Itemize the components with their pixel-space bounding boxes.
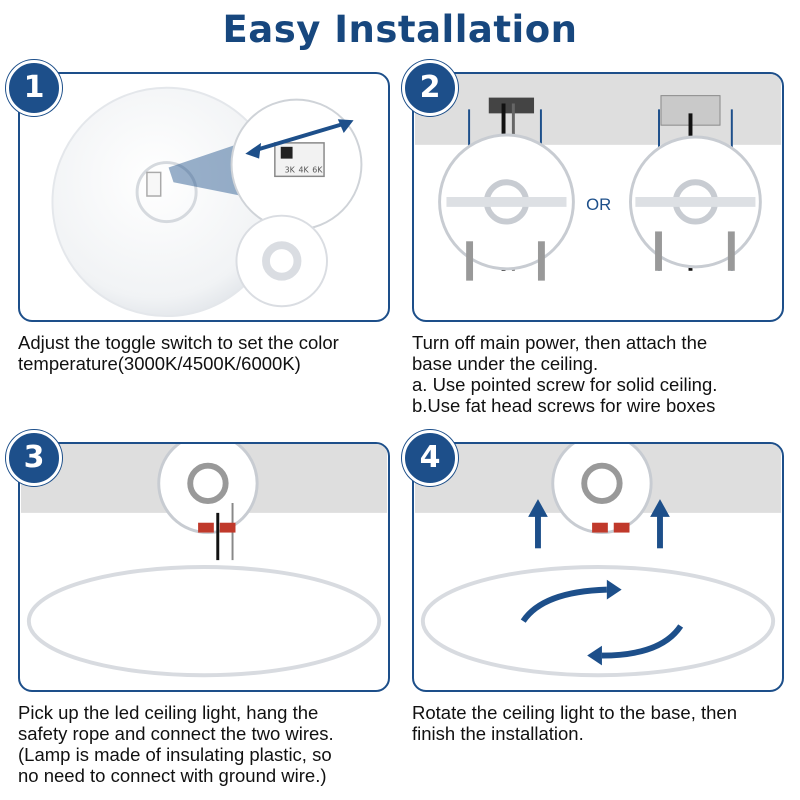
arrow-right-head-icon (337, 119, 354, 134)
switch-label-3k: 3K (285, 165, 296, 174)
toggle-knob (280, 146, 293, 159)
step-2-panel: OR (412, 72, 784, 322)
step-3-panel (18, 442, 390, 692)
rotate-arrow-bottom-head-icon (587, 645, 602, 666)
ceiling-hole (488, 97, 535, 114)
up-arrow-left-head-icon (528, 499, 548, 517)
mounted-hub (187, 462, 229, 505)
ceiling-light-panel (420, 565, 776, 678)
rotate-arrow-top-icon (520, 586, 607, 623)
step-4-caption: Rotate the ceiling light to the base, th… (412, 702, 792, 744)
step-4-badge: 4 (402, 430, 458, 486)
mounted-base (157, 444, 259, 535)
caption-line: b.Use fat head screws for wire boxes (412, 395, 716, 416)
caption-line: Pick up the led ceiling light, hang the (18, 702, 319, 723)
up-arrow-right-icon (657, 514, 663, 549)
caption-line: no need to connect with ground wire.) (18, 765, 327, 786)
caption-line: Rotate the ceiling light to the base, th… (412, 702, 737, 723)
double-arrow-icon (252, 121, 347, 153)
zoom-beam (168, 140, 248, 197)
switch-label-6k: 6K (312, 165, 323, 174)
wire-box (660, 95, 721, 126)
or-label: OR (586, 195, 611, 214)
caption-line: (Lamp is made of insulating plastic, so (18, 744, 332, 765)
wire-connector-1 (198, 522, 214, 533)
mounting-base-hub (262, 241, 302, 281)
wire-connector-2 (219, 522, 236, 533)
arrow-left-head-icon (245, 142, 262, 159)
step-3-badge: 3 (6, 430, 62, 486)
step-1-panel: 3K 4K 6K (18, 72, 390, 322)
screw-right-a (537, 241, 545, 281)
rotate-arrow-top-head-icon (606, 579, 622, 600)
step-2-illustration: OR (414, 74, 782, 281)
caption-line: safety rope and connect the two wires. (18, 723, 334, 744)
screw-left-a (466, 241, 474, 281)
step-1-illustration: 3K 4K 6K (51, 86, 363, 318)
screw-right-b (727, 231, 735, 271)
caption-line: Adjust the toggle switch to set the colo… (18, 332, 339, 353)
toggle-switch-small (146, 171, 162, 197)
mounted-hub (581, 462, 623, 505)
caption-line: finish the installation. (412, 723, 584, 744)
ceiling-light-panel (26, 565, 382, 678)
up-arrow-left-icon (535, 514, 541, 549)
step-4-panel (412, 442, 784, 692)
wire-connector-1 (592, 522, 608, 533)
switch-label-4k: 4K (298, 165, 309, 174)
step-2-badge: 2 (402, 60, 458, 116)
rotate-arrow-bottom-icon (601, 624, 684, 659)
page-title: Easy Installation (222, 8, 578, 51)
up-arrow-right-head-icon (650, 499, 670, 517)
caption-line: base under the ceiling. (412, 353, 599, 374)
caption-line: temperature(3000K/4500K/6000K) (18, 353, 301, 374)
screw-left-b (655, 231, 662, 271)
wire-connector-2 (613, 522, 630, 533)
lamp-center-ring (135, 161, 198, 224)
step-2-caption: Turn off main power, then attach the bas… (412, 332, 792, 416)
step-3-illustration (20, 444, 388, 678)
caption-line: Turn off main power, then attach the (412, 332, 708, 353)
mounted-base (551, 444, 653, 535)
mounting-base-ring (235, 214, 328, 308)
caption-line: a. Use pointed screw for solid ceiling. (412, 374, 718, 395)
step-1-badge: 1 (6, 60, 62, 116)
step-4-illustration (414, 444, 782, 678)
step-3-caption: Pick up the led ceiling light, hang the … (18, 702, 398, 786)
step-1-caption: Adjust the toggle switch to set the colo… (18, 332, 398, 374)
